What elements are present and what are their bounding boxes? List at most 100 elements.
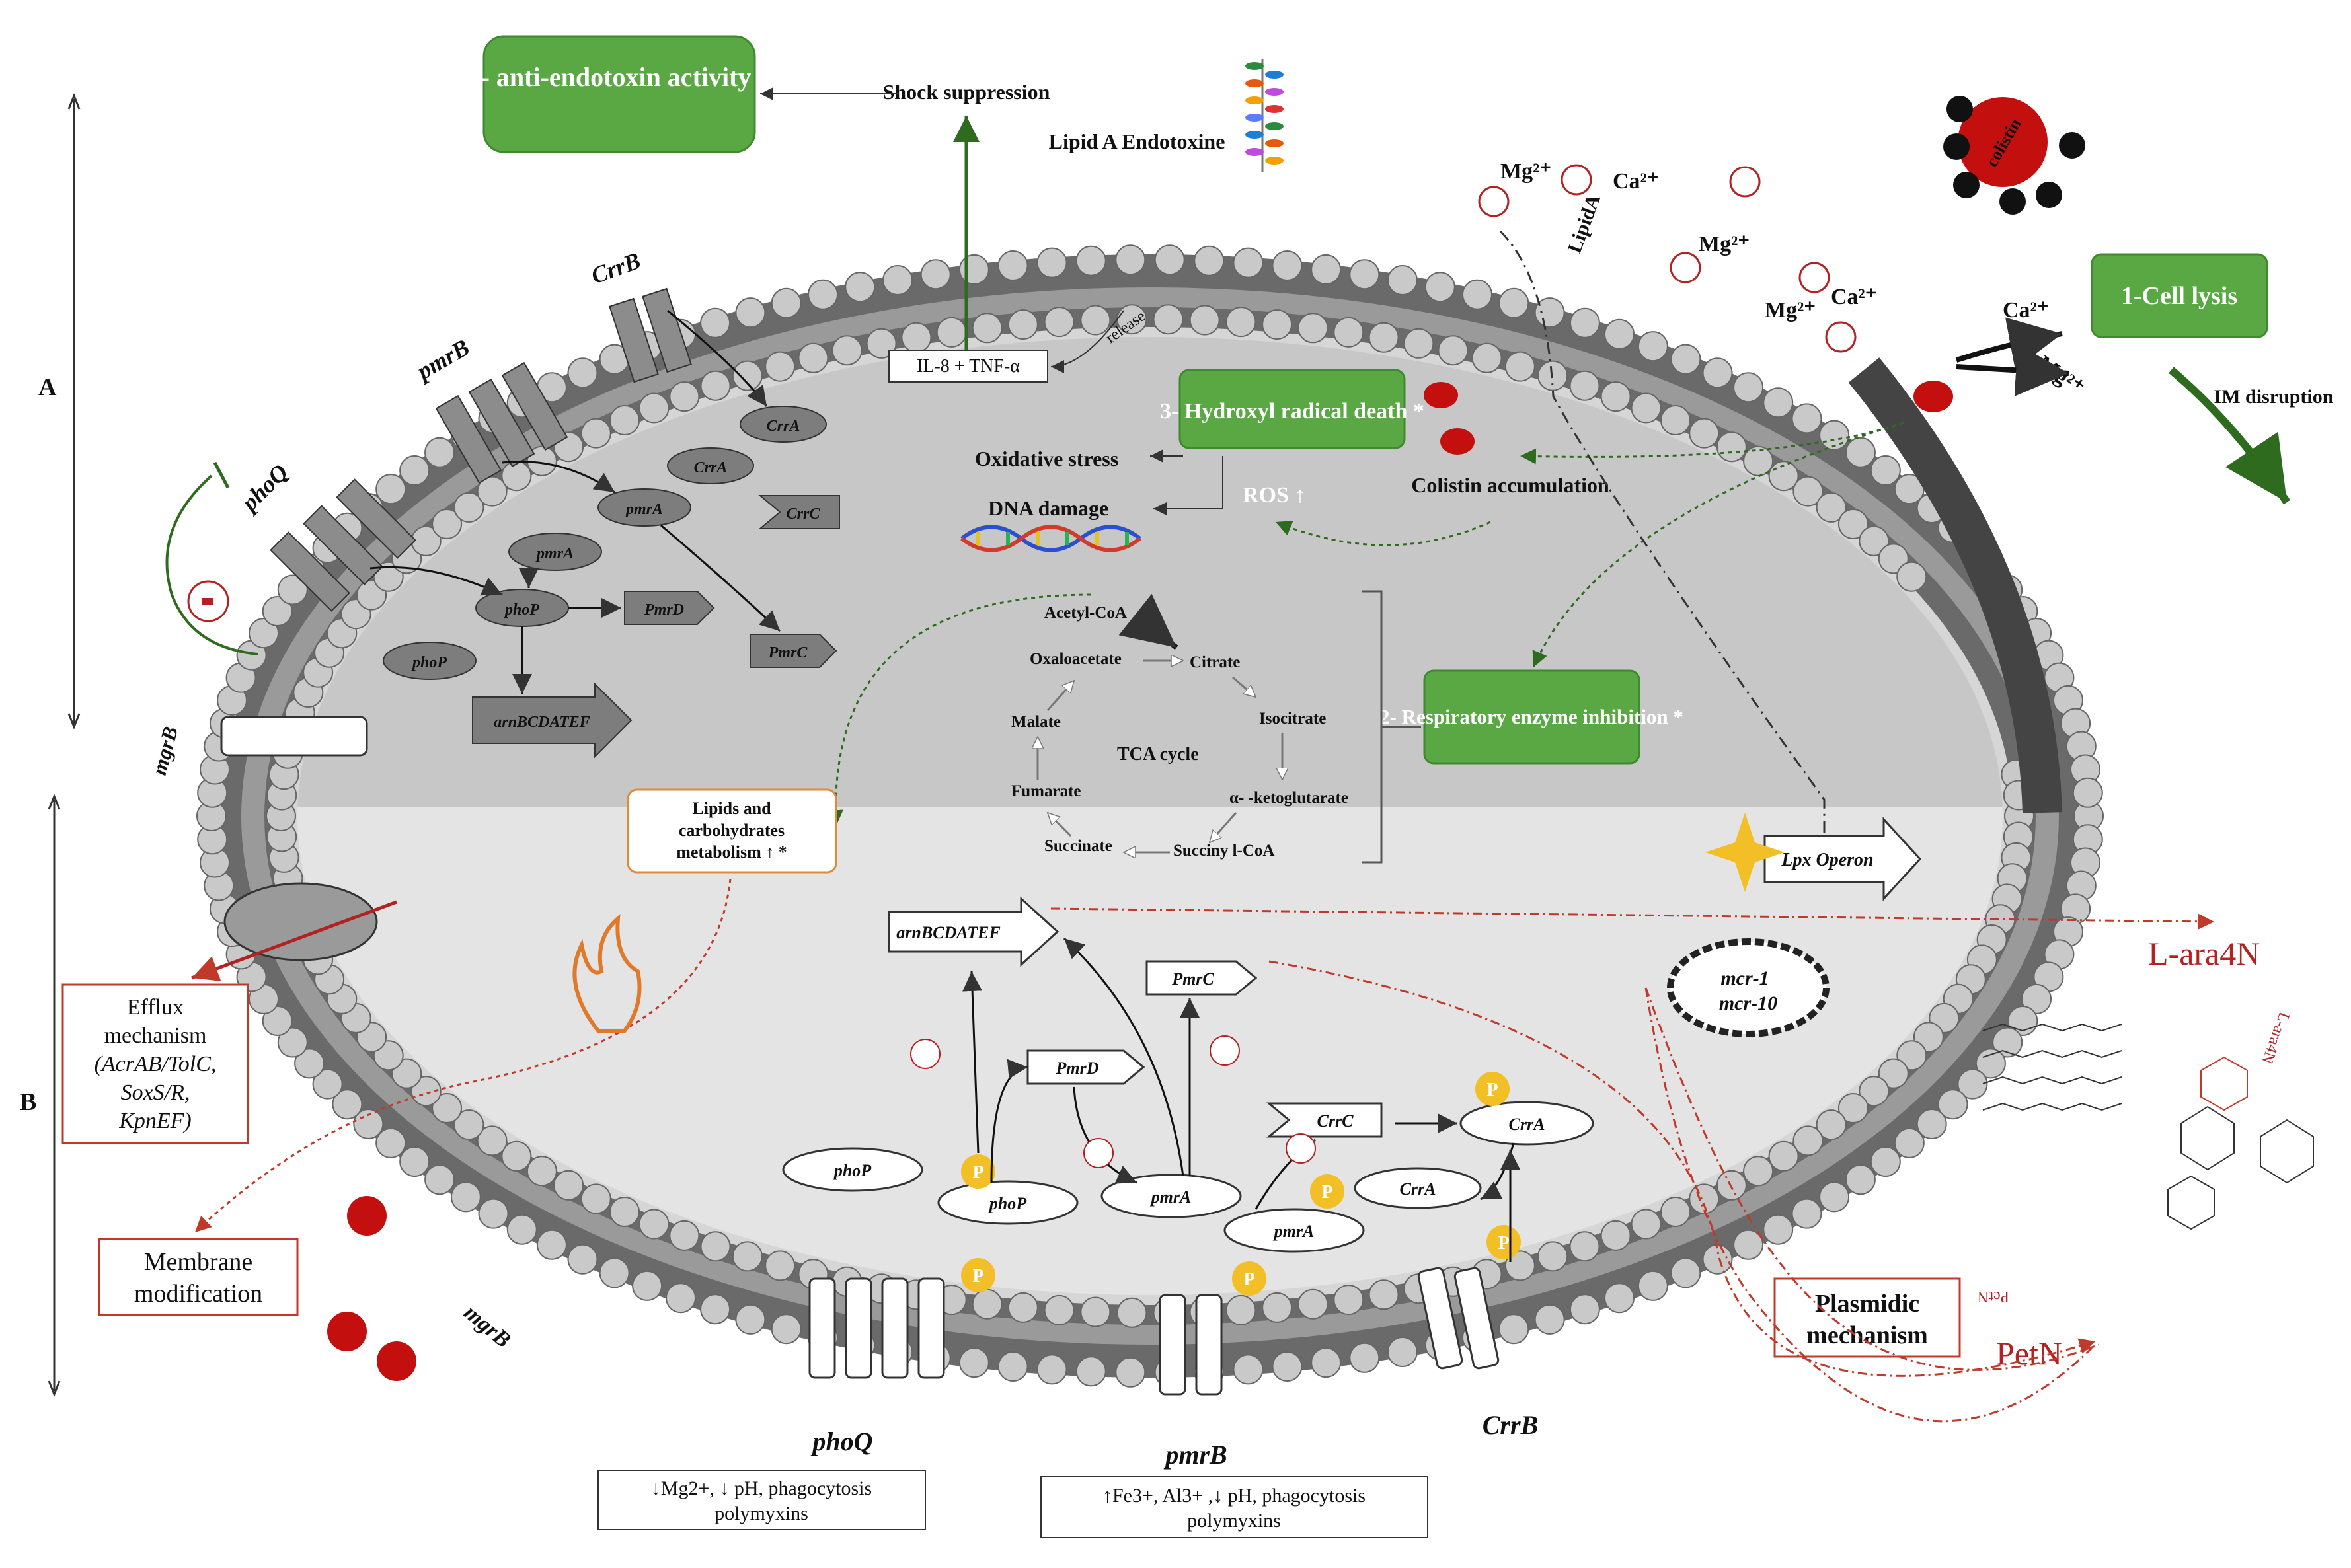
phospholipid-head [1115,244,1146,276]
colistin-molecule [1913,381,1953,412]
tm-proteins-bottom [808,1267,1500,1396]
phospholipid-head [1837,509,1869,539]
pmrb-signal-2: polymyxins [1187,1510,1281,1532]
crra-bottom-2: CrrA [1509,1115,1545,1134]
phospholipid-head [262,1006,293,1036]
plasmidic-box [1773,1277,1961,1358]
phospholipid-head [1438,335,1469,366]
phospholipid-head [732,360,763,391]
phospholipid-head [1233,247,1264,278]
phospholipid-head [1498,1314,1529,1345]
phospholipid-head [1233,1354,1264,1385]
pmra-bottom-1: pmrA [1150,1187,1192,1207]
pmrc-bottom: PmrC [1171,969,1214,989]
phospholipid-head [294,1048,325,1079]
phosphate-6: P [1498,1233,1509,1253]
il8-label: IL-8 + TNF-α [917,356,1020,377]
efflux-pump [223,882,378,961]
phospholipid-head [1716,431,1747,463]
phospholipid-head [1816,492,1847,523]
phospholipid-head [1569,307,1600,338]
phospholipid-head [1670,344,1701,375]
lps-bead [1245,96,1264,104]
phospholipid-head [506,1214,537,1245]
phospholipid-head [1075,245,1106,276]
phospholipid-head [1036,247,1067,278]
oxidative-label: Oxidative stress [975,447,1118,470]
phospholipid-head [798,342,829,373]
tca-cycle-label: TCA cycle [1117,744,1199,765]
phospholipid-head [845,272,876,303]
top-annotations: Shock suppression Lipid A Endotoxine IL-… [760,59,1284,383]
phospholipid-head [375,474,406,505]
lipid-a-endotoxine-label: Lipid A Endotoxine [1049,130,1225,153]
phospholipid-head [1075,1356,1106,1387]
phospholipid-head [501,1140,532,1172]
petn-struct-label: PetN [1978,1288,2009,1305]
lipids-line-1: Lipids and [692,799,771,818]
phospholipid-head [1462,279,1492,310]
phospholipid-head [997,250,1028,281]
phospholipid-head [1957,1068,1988,1100]
phospholipid-head [1743,1156,1774,1187]
phospholipid-head [700,370,731,401]
plasmidic-line-1: Plasmidic [1815,1290,1919,1318]
shock-label: Shock suppression [883,80,1050,104]
phospholipid-head [424,1164,455,1195]
phop-bottom-2: phoP [988,1194,1027,1213]
pmra-top-2: pmrA [535,545,574,562]
phospholipid-head [1036,1354,1067,1385]
phospholipid-head [2021,983,2052,1014]
phospholipid-head [567,357,598,389]
phospholipid-head [399,455,430,486]
phospholipid-head [1845,1164,1876,1195]
phospholipid-head [1763,387,1794,418]
phospholipid-head [1311,1347,1342,1378]
phospholipid-head [1044,307,1075,338]
phospholipid-head [669,1220,700,1251]
lps-bead [1245,62,1264,70]
phospholipid-head [477,1125,508,1156]
panel-markers: A B [20,93,81,1398]
phospholipid-head [1569,1231,1600,1262]
phospholipid-head [831,335,863,366]
phospholipid-head [277,1027,308,1058]
phospholipid-head [700,1231,731,1262]
lps-chain-icon [1245,59,1284,172]
lipids-line-2: carbohydrates [679,821,785,840]
phospholipid-head [1471,342,1502,373]
phospholipid-head [1791,403,1822,434]
phospholipid-head [1080,1296,1111,1327]
mgrb-top-protein [220,716,368,757]
phospholipid-head [808,279,838,310]
damaged-membrane [1848,357,2062,813]
phospholipid-head [1504,351,1535,382]
pmrc-top: PmrC [768,644,808,661]
phospholipid-head [700,307,731,338]
phospholipid-head [1368,322,1399,353]
phospholipid-head [735,1304,766,1335]
respiratory-label: 2- Respiratory enzyme inhibition * [1379,705,1683,728]
hydroxyl-box: 3- Hydroxyl radical death * [1160,369,1424,449]
phospholipid-head [1349,259,1380,290]
phospholipid-head [599,1257,630,1288]
phospholipid-head [1311,254,1342,285]
phospholipid-head [1537,1241,1568,1272]
phospholipid-head [1870,1146,1901,1177]
phospholipid-head [1870,455,1901,486]
pmra-top-1: pmrA [625,501,663,518]
mg-label-4: Mg²⁺ [2032,351,2088,400]
crrc-top: CrrC [787,505,821,523]
phospholipid-head [882,265,913,295]
phospholipid-head [410,1076,442,1107]
phospholipid-head [501,461,532,492]
tca-aketo: α- -ketoglutarate [1229,789,1348,807]
crrb-bottom-label: CrrB [1483,1410,1539,1440]
dna-helix-icon [960,525,1141,552]
phosphate-groups: P P P P P P [961,1072,1521,1296]
crrb-top-label: CrrB [588,247,644,289]
mg-label-1: Mg²⁺ [1500,159,1551,184]
phospholipid-head [1816,1109,1847,1140]
phoq-signal-1: ↓Mg2+, ↓ pH, phagocytosis [651,1477,872,1499]
pmra-bottom-2: pmrA [1273,1222,1315,1241]
